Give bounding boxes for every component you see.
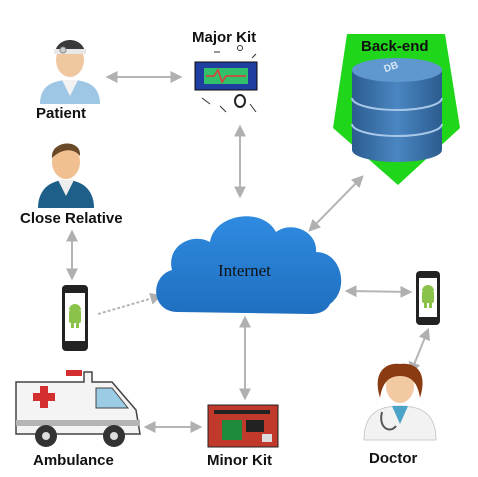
ambulance-label: Ambulance — [33, 452, 114, 469]
connection-arrows — [66, 71, 430, 433]
minor-kit-label: Minor Kit — [207, 452, 272, 469]
internet-label: Internet — [218, 261, 271, 280]
database-icon — [351, 58, 443, 162]
close-relative-label: Close Relative — [20, 210, 123, 227]
relative-icon — [38, 143, 94, 208]
major-kit-label: Major Kit — [192, 29, 257, 46]
arrow-internet-backend — [308, 175, 364, 232]
ambulance-icon — [15, 370, 141, 447]
patient-label: Patient — [36, 105, 87, 122]
arrow-internet-doctorphone — [344, 285, 413, 298]
arrow-phone-internet — [97, 292, 163, 315]
major-kit-icon — [194, 45, 258, 113]
backend-label: Back-end — [361, 38, 429, 55]
doctor-icon — [363, 363, 437, 441]
doctor-label: Doctor — [369, 450, 418, 467]
patient-icon — [40, 40, 100, 104]
doctor-phone-icon — [416, 271, 440, 325]
arrow-doctorphone-doctor — [409, 327, 430, 375]
cloud-icon — [156, 216, 342, 314]
phone-icon — [62, 285, 88, 351]
minor-kit-icon — [207, 404, 279, 448]
